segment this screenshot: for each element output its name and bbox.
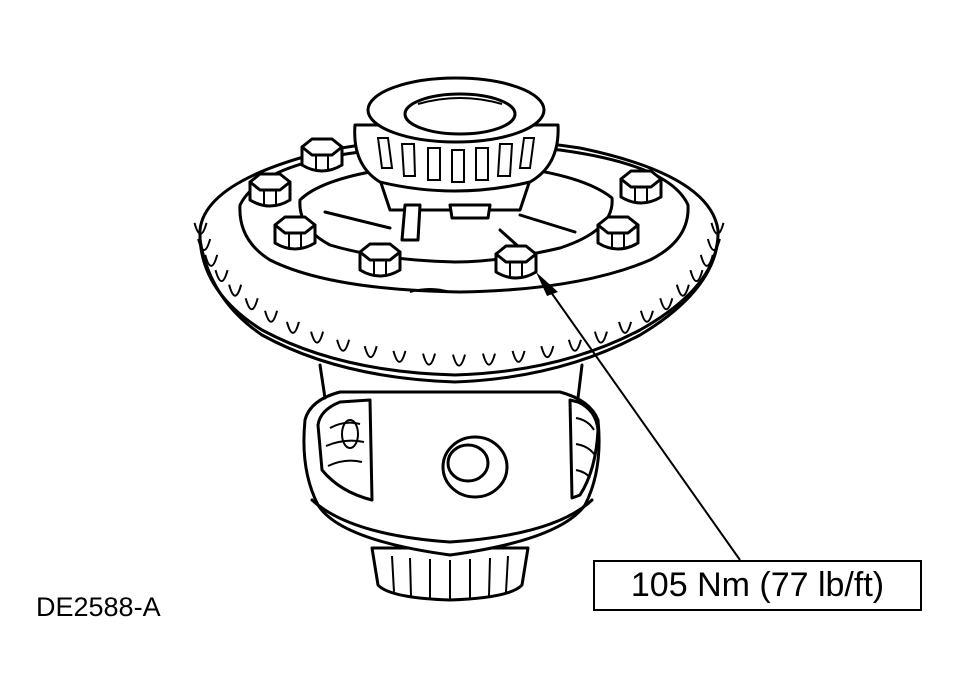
bolt-head <box>248 172 292 208</box>
upper-bearing <box>353 76 560 242</box>
gear-tooth <box>392 350 407 363</box>
gear-tooth <box>264 310 279 323</box>
gear-tooth <box>310 331 325 344</box>
bolt-head <box>619 169 663 205</box>
bolt-head <box>358 242 402 278</box>
gear-tooth <box>452 354 466 367</box>
gear-tooth <box>593 331 608 344</box>
gear-tooth <box>639 310 654 323</box>
bolt-head <box>494 244 538 280</box>
gear-tooth <box>706 238 721 252</box>
gear-tooth <box>618 321 633 334</box>
callout-leader <box>536 272 741 561</box>
ring-gear <box>193 137 725 384</box>
gear-tooth <box>540 345 555 359</box>
gear-tooth <box>193 222 208 235</box>
ring-gear-bolts <box>248 137 663 280</box>
gear-tooth <box>285 321 300 334</box>
gear-tooth <box>567 339 582 352</box>
gear-tooth <box>214 269 229 283</box>
bolt-head <box>596 215 640 251</box>
gear-tooth <box>204 254 219 267</box>
gear-tooth <box>244 298 259 311</box>
gear-tooth <box>482 353 496 366</box>
torque-callout-text: 105 Nm (77 lb/ft) <box>630 566 885 604</box>
gear-tooth <box>675 284 690 297</box>
gear-tooth <box>511 350 526 363</box>
differential-case <box>302 363 601 557</box>
gear-tooth <box>336 339 351 352</box>
gear-tooth <box>699 254 714 267</box>
gear-tooth <box>710 222 725 235</box>
torque-callout-box: 105 Nm (77 lb/ft) <box>593 560 922 611</box>
gear-tooth <box>363 345 378 359</box>
gear-tooth <box>659 298 674 311</box>
figure-id-label: DE2588-A <box>36 592 161 622</box>
bolt-head <box>273 215 317 251</box>
bolt-head <box>300 137 344 173</box>
gear-tooth <box>197 238 212 252</box>
lower-bearing <box>370 546 530 602</box>
gear-tooth <box>689 269 704 283</box>
gear-tooth <box>228 284 243 297</box>
gear-tooth <box>422 353 436 366</box>
